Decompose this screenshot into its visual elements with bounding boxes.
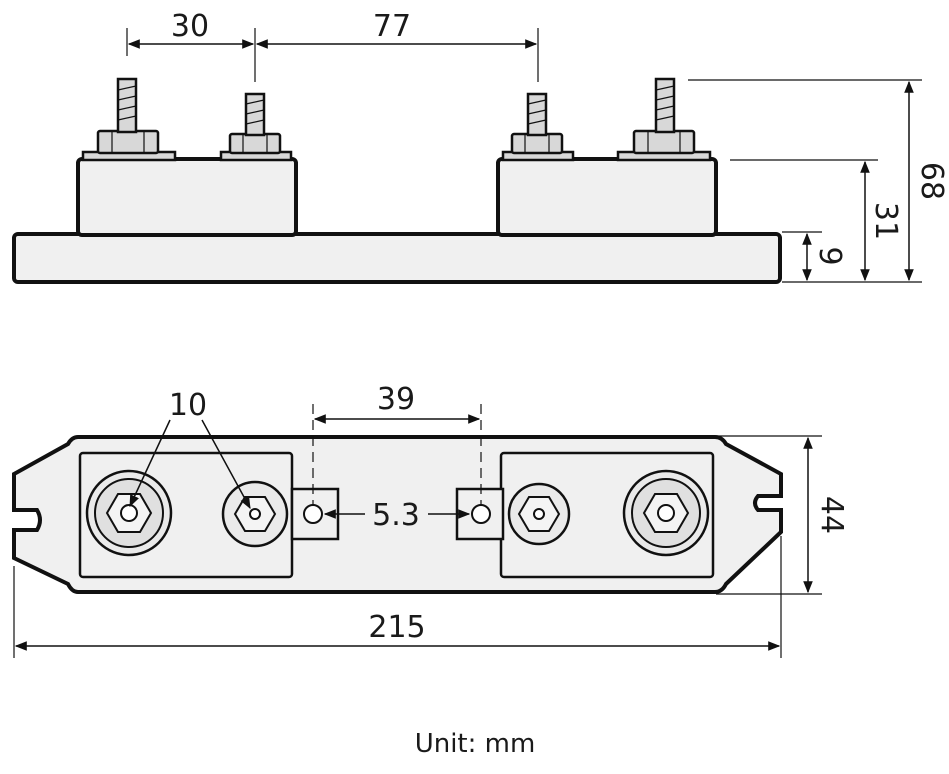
left-fuse-block bbox=[76, 157, 298, 237]
right-fuse-block bbox=[496, 157, 718, 237]
side-view: 30 77 68 31 9 bbox=[12, 9, 949, 284]
terminal-4 bbox=[622, 469, 710, 557]
dim-label-68: 68 bbox=[914, 162, 949, 200]
terminal-1 bbox=[85, 469, 173, 557]
dim-label-215: 215 bbox=[368, 610, 425, 645]
dim-label-31: 31 bbox=[868, 202, 903, 240]
dim-label-10: 10 bbox=[169, 388, 207, 423]
terminal-3 bbox=[507, 482, 571, 546]
dim-label-44: 44 bbox=[814, 496, 849, 534]
dim-label-5-3: 5.3 bbox=[372, 498, 420, 533]
dim-label-77: 77 bbox=[373, 9, 411, 44]
leader-10-left bbox=[129, 419, 171, 508]
dim-label-30: 30 bbox=[171, 9, 209, 44]
leader-10-right bbox=[201, 419, 251, 510]
unit-label: Unit: mm bbox=[415, 729, 536, 759]
stud-3 bbox=[501, 92, 575, 162]
stud-1 bbox=[81, 77, 177, 162]
top-view: 39 5.3 10 44 215 bbox=[12, 382, 849, 658]
dim-label-39: 39 bbox=[377, 382, 415, 417]
stud-4 bbox=[616, 77, 712, 162]
base-plate bbox=[12, 232, 782, 284]
stud-2 bbox=[219, 92, 293, 162]
terminal-2 bbox=[221, 480, 289, 548]
dim-label-9: 9 bbox=[812, 246, 847, 265]
